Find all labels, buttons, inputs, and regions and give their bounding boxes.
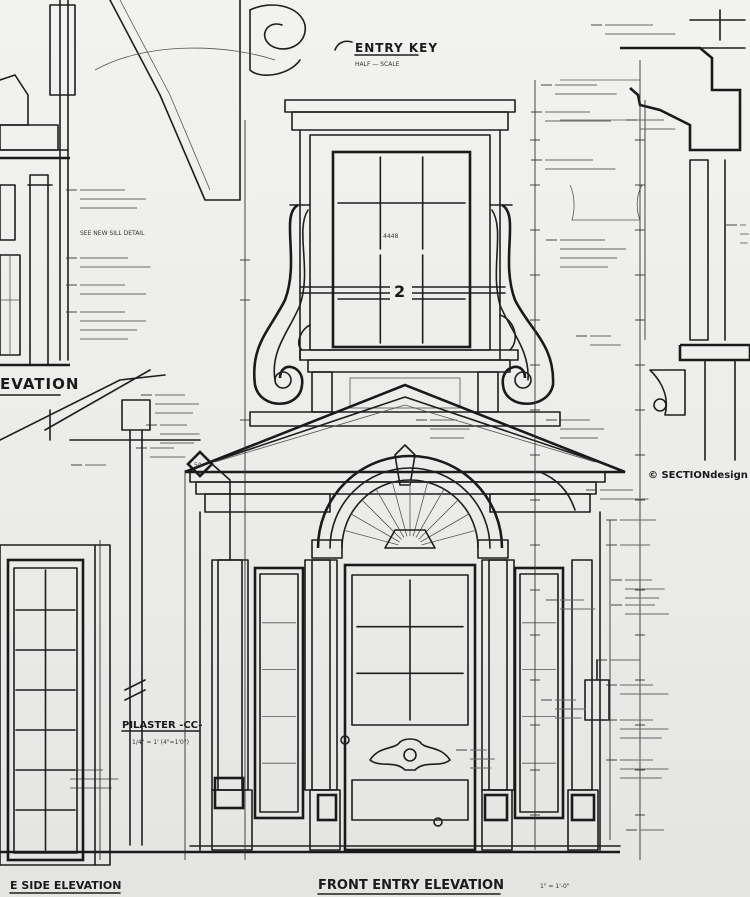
svg-text:HALF — SCALE: HALF — SCALE xyxy=(355,61,400,68)
window-tag: 4448 xyxy=(383,233,398,240)
right-scroll-console xyxy=(489,203,555,406)
upper-window-sashes xyxy=(337,156,466,344)
side-elevation-title: E SIDE ELEVATION xyxy=(10,879,121,892)
entry-key-label: ENTRY KEY HALF — SCALE xyxy=(334,40,438,68)
svg-text:ENTRY KEY: ENTRY KEY xyxy=(355,41,438,55)
front-door xyxy=(340,563,477,852)
drawing-stroke xyxy=(344,530,399,546)
svg-text:50: 50 xyxy=(194,462,202,469)
main-title: FRONT ENTRY ELEVATION xyxy=(318,878,504,893)
arched-fanlight xyxy=(311,454,509,559)
drawing-stroke xyxy=(418,499,459,540)
lower-right-detail xyxy=(649,343,750,461)
right-sidelight xyxy=(513,566,565,820)
drawing-stroke xyxy=(361,499,402,540)
drawing-stroke xyxy=(420,513,470,543)
svg-text:PILASTER -CC-: PILASTER -CC- xyxy=(122,720,202,731)
detail-marker: 50 xyxy=(186,450,231,561)
pedestals xyxy=(211,659,610,851)
copyright-mark: © SECTIONdesign xyxy=(648,470,748,481)
drawing-stroke xyxy=(421,530,476,546)
drawing-stroke xyxy=(350,513,400,543)
left-top-elevation-title: EVATION xyxy=(0,375,79,393)
main-title-block: FRONT ENTRY ELEVATION 1" = 1'-0" xyxy=(317,878,570,895)
break-mark: 2 xyxy=(394,282,406,301)
svg-text:1/4" = 1' (4"=1'0"): 1/4" = 1' (4"=1'0") xyxy=(132,739,189,746)
left-house-elevation xyxy=(0,0,76,367)
pediment xyxy=(184,383,626,513)
fanlight-muntins xyxy=(344,480,476,546)
upper-window-assembly: 2 4448 xyxy=(249,99,561,427)
main-scale: 1" = 1'-0" xyxy=(540,883,570,890)
drawing-stroke xyxy=(412,482,428,537)
left-scroll-console xyxy=(252,203,311,406)
sill-detail-note: SEE NEW SILL DETAIL xyxy=(80,230,145,237)
left-annotations xyxy=(56,189,604,789)
right-annotations xyxy=(456,24,749,831)
volute-sketch xyxy=(94,0,306,201)
side-elevation-window xyxy=(0,369,166,866)
dimension-lines xyxy=(99,60,646,860)
drawing-stroke xyxy=(392,482,408,537)
left-sidelight xyxy=(253,566,305,820)
downspout xyxy=(69,399,201,846)
cornice-profile-detail xyxy=(560,9,746,341)
pilaster-label: PILASTER -CC- 1/4" = 1' (4"=1'0") xyxy=(121,720,202,746)
